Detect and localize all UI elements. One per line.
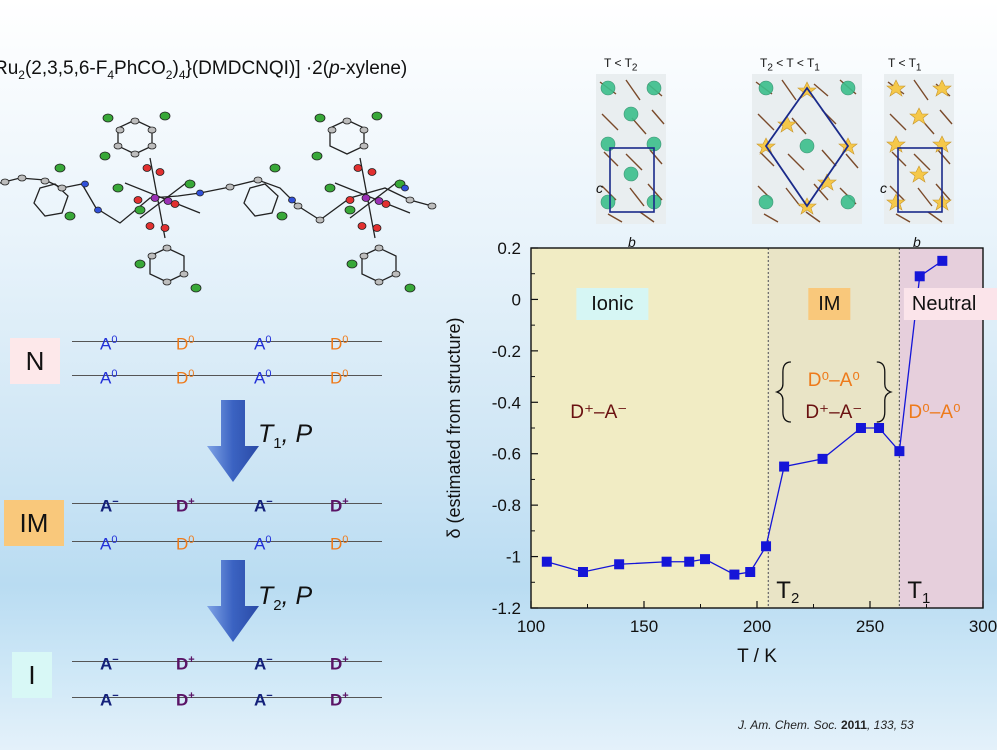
region-label-neutral: Neutral <box>912 293 976 315</box>
x-tick-label: 200 <box>743 617 771 636</box>
data-point <box>661 556 672 567</box>
data-point <box>745 567 756 577</box>
x-tick-label: 250 <box>856 617 884 636</box>
region-formula-im-bottom: D⁺–A⁻ <box>805 402 862 423</box>
x-axis-label: T / K <box>737 646 777 667</box>
region-formula-neutral: D⁰–A⁰ <box>908 402 960 423</box>
panel-3-title: T < T1 <box>888 56 922 74</box>
chain-unit: A− <box>100 496 119 516</box>
panel-3-axis-c: c <box>880 180 887 196</box>
chain-row-neutral-2: A0 D0 A0 D0 <box>72 364 382 388</box>
chain-unit: D+ <box>176 654 195 674</box>
chain-row-neutral-1: A0 D0 A0 D0 <box>72 330 382 354</box>
y-tick-label: -0.4 <box>492 393 521 412</box>
chain-unit: A0 <box>254 368 272 388</box>
data-point <box>779 461 790 472</box>
data-point <box>937 255 948 266</box>
crystal-structure-panel-2 <box>752 74 862 224</box>
panel-2-title: T2 < T < T1 <box>760 56 820 74</box>
data-point <box>541 556 552 567</box>
chain-unit: D0 <box>176 334 195 354</box>
region-label-neutral-box <box>903 288 997 320</box>
chain-unit: A0 <box>100 368 118 388</box>
series-line <box>546 260 943 576</box>
chain-row-ionic-2: A− D+ A− D+ <box>72 686 382 710</box>
data-point <box>729 569 740 580</box>
region-0 <box>531 248 769 608</box>
chain-unit: A0 <box>254 334 272 354</box>
y-axis-label: δ (estimated from structure) <box>444 317 464 538</box>
chain-unit: A0 <box>254 534 272 554</box>
arrow-2-label: T2, P <box>258 582 313 614</box>
chain-unit: D0 <box>176 534 195 554</box>
region-formula-im-top: D⁰–A⁰ <box>808 370 860 391</box>
brace-left <box>774 361 791 423</box>
transition-arrow-1 <box>207 400 259 482</box>
region-label-im-box <box>808 288 851 320</box>
chain-row-ionic-1: A− D+ A− D+ <box>72 650 382 674</box>
y-tick-label: -0.6 <box>492 445 521 464</box>
chain-unit: D0 <box>330 534 349 554</box>
chain-unit: A− <box>100 654 119 674</box>
chain-row-im-ionic: A− D+ A− D+ <box>72 492 382 516</box>
neutral-state-label: N <box>10 338 60 384</box>
chain-unit: A− <box>254 654 273 674</box>
region-label-im: IM <box>818 293 840 315</box>
crystal-structure-panel-1 <box>596 74 666 224</box>
chain-unit: A− <box>100 690 119 710</box>
data-point <box>684 556 695 567</box>
x-tick-label: 100 <box>517 617 545 636</box>
data-point <box>855 423 866 433</box>
chain-unit: D+ <box>330 690 349 710</box>
panel-1-title: T < T2 <box>604 56 638 74</box>
data-point <box>614 559 625 570</box>
citation: J. Am. Chem. Soc. 2011, 133, 53 <box>738 718 914 732</box>
chain-row-im-neutral: A0 D0 A0 D0 <box>72 530 382 554</box>
region-label-ionic: Ionic <box>591 293 633 315</box>
delta-vs-temperature-chart: 100 150 200 250 300 0.2 0 -0.2 -0.4 -0.6 -0.8 -1 -1.… <box>444 239 997 667</box>
y-tick-label: -1 <box>506 548 521 567</box>
chain-unit: D+ <box>176 496 195 516</box>
y-tick-label: 0.2 <box>497 239 521 258</box>
transition-arrow-2 <box>207 560 259 642</box>
chain-unit: A− <box>254 690 273 710</box>
data-point <box>761 541 772 552</box>
chain-unit: D+ <box>330 496 349 516</box>
x-tick-label: 300 <box>969 617 997 636</box>
ionic-state-label: I <box>12 652 52 698</box>
intermediate-state-label: IM <box>4 500 64 546</box>
data-point <box>874 423 885 433</box>
chain-unit: D0 <box>330 334 349 354</box>
chain-unit: D0 <box>330 368 349 388</box>
data-point <box>894 446 905 457</box>
data-point <box>577 567 588 577</box>
y-tick-label: 0 <box>512 290 521 309</box>
y-tick-label: -1.2 <box>492 599 521 618</box>
data-point <box>700 554 711 565</box>
y-tick-label: -0.2 <box>492 342 521 361</box>
chain-unit: D0 <box>176 368 195 388</box>
chain-unit: A− <box>254 496 273 516</box>
crystal-structure-panel-3 <box>884 74 954 224</box>
chain-unit: A0 <box>100 534 118 554</box>
region-formula-ionic: D⁺–A⁻ <box>570 402 627 423</box>
chain-unit: D+ <box>176 690 195 710</box>
arrow-1-label: T1, P <box>258 420 313 452</box>
panel-1-axis-c: c <box>596 180 603 196</box>
panel-1-axis-b: b <box>628 234 636 250</box>
brace-right <box>876 361 893 423</box>
panel-3-axis-b: b <box>913 234 921 250</box>
data-point <box>914 271 925 282</box>
x-tick-label: 150 <box>630 617 658 636</box>
data-point <box>817 453 828 464</box>
y-tick-label: -0.8 <box>492 496 521 515</box>
region-label-ionic-box <box>576 288 649 320</box>
compound-formula: Ru2(2,3,5,6-F4PhCO2)4}(DMDCNQI)] ·2(p-xy… <box>0 58 408 82</box>
chain-unit: D+ <box>330 654 349 674</box>
molecular-structure-image <box>0 111 437 293</box>
chain-unit: A0 <box>100 334 118 354</box>
